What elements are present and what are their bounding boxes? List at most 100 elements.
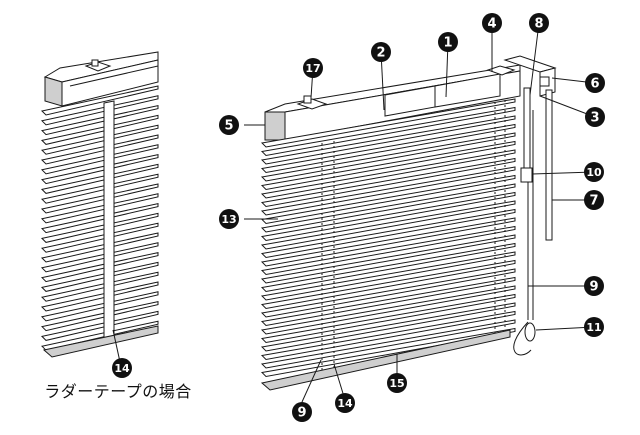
main-slat <box>260 123 516 174</box>
badge-15: 15 <box>387 373 407 393</box>
main-slat <box>260 140 516 191</box>
badge-17: 17 <box>303 58 323 78</box>
main-slat <box>260 225 516 276</box>
badge-13: 13 <box>219 209 239 229</box>
badge-9-right: 9 <box>584 276 604 296</box>
badge-10: 10 <box>584 162 604 182</box>
left-slat <box>40 232 159 263</box>
badge-11: 11 <box>584 317 604 337</box>
main-slat <box>260 115 516 165</box>
lift-cord-8 <box>523 87 531 171</box>
badge-14-right: 14 <box>335 393 355 413</box>
svg-text:6: 6 <box>590 77 599 92</box>
left-slat <box>40 104 159 136</box>
left-slat <box>40 271 159 302</box>
svg-text:14: 14 <box>114 362 130 375</box>
main-slat <box>260 191 516 242</box>
svg-text:9: 9 <box>589 280 598 295</box>
badge-2: 2 <box>371 42 391 62</box>
main-slat <box>260 285 516 335</box>
svg-text:1: 1 <box>443 36 452 51</box>
left-slat <box>40 193 159 224</box>
main-slat <box>260 106 516 157</box>
headrail-endcap <box>264 111 286 141</box>
left-bottomrail <box>42 325 159 358</box>
svg-text:5: 5 <box>224 119 233 134</box>
badge-1: 1 <box>438 32 458 52</box>
cord-equalizer-10 <box>520 167 533 183</box>
main-slat <box>260 149 516 199</box>
main-slat <box>260 276 516 327</box>
left-slat <box>40 183 159 214</box>
left-slats <box>40 85 159 351</box>
svg-text:13: 13 <box>221 213 236 226</box>
left-slat <box>40 202 159 234</box>
main-slat <box>260 208 516 259</box>
badge-14-left: 14 <box>112 358 132 378</box>
svg-text:7: 7 <box>589 194 598 209</box>
svg-text:4: 4 <box>487 17 496 32</box>
main-slat <box>260 183 516 233</box>
svg-text:17: 17 <box>305 62 320 75</box>
ladder-tape <box>103 100 115 345</box>
main-blind <box>260 55 557 391</box>
badge-9-bottom: 9 <box>292 402 312 422</box>
left-slat <box>40 153 159 185</box>
left-slat <box>40 320 159 351</box>
main-slat <box>260 157 516 208</box>
left-slat <box>40 291 159 322</box>
main-slat <box>260 200 516 250</box>
left-slat <box>40 310 159 341</box>
svg-text:11: 11 <box>586 321 601 334</box>
svg-text:9: 9 <box>297 406 306 421</box>
left-headrail-front <box>44 76 63 107</box>
badge-4: 4 <box>482 13 502 33</box>
bracket-4 <box>486 65 516 76</box>
svg-text:15: 15 <box>389 377 404 390</box>
main-slat <box>260 319 516 369</box>
left-slat <box>40 85 159 116</box>
main-slat <box>260 132 516 182</box>
ladder-tape-blind <box>40 51 159 358</box>
pull-cord-loop <box>513 321 532 356</box>
main-slat <box>260 217 516 267</box>
svg-text:3: 3 <box>590 111 599 126</box>
pull-cord <box>527 110 534 320</box>
left-slat <box>40 251 159 283</box>
left-slat <box>40 300 159 332</box>
left-slat <box>40 242 159 273</box>
left-slat <box>40 95 159 126</box>
left-slat <box>40 281 159 312</box>
main-slat <box>260 166 516 216</box>
left-slat <box>40 134 159 165</box>
tilt-wand-7 <box>545 89 553 241</box>
badge-7: 7 <box>584 190 604 210</box>
svg-text:14: 14 <box>337 397 353 410</box>
left-slat <box>40 114 159 145</box>
ladder-tape-caption: ラダーテープの場合 <box>44 382 192 401</box>
main-slat <box>260 327 516 378</box>
main-slat <box>260 293 516 344</box>
cord-tassel-11 <box>524 322 536 342</box>
svg-text:2: 2 <box>376 46 385 61</box>
left-slat <box>40 173 159 204</box>
left-slat <box>40 222 159 253</box>
badge-8: 8 <box>529 13 549 33</box>
main-slats <box>260 98 516 378</box>
badge-6: 6 <box>585 73 605 93</box>
main-slat <box>260 234 516 284</box>
main-slat <box>260 251 516 301</box>
main-slat <box>260 310 516 361</box>
main-slat <box>260 174 516 225</box>
main-slat <box>260 268 516 318</box>
ladder-cords <box>321 100 506 372</box>
main-slat <box>260 242 516 293</box>
headrail-box-1 <box>434 73 501 108</box>
left-slat <box>40 163 159 194</box>
main-slat <box>260 302 516 352</box>
left-slat <box>40 212 159 243</box>
left-slat <box>40 144 159 175</box>
main-slat <box>260 259 516 310</box>
